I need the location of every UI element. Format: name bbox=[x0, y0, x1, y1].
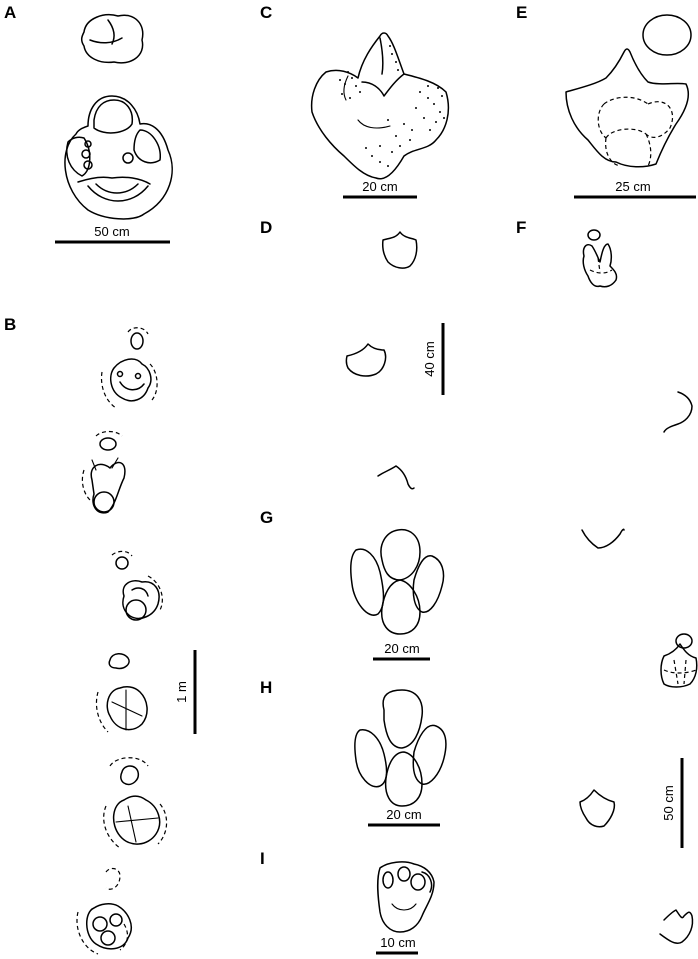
panel-b-trackway bbox=[76, 327, 168, 955]
panel-d-footprints bbox=[345, 231, 418, 490]
panel-label-c: C bbox=[260, 3, 272, 22]
panel-c-footprint bbox=[310, 32, 450, 180]
panel-label-h: H bbox=[260, 678, 272, 697]
panel-i-footprint bbox=[376, 861, 435, 933]
panel-g-scale-label: 20 cm bbox=[384, 641, 419, 656]
panel-a-scale-label: 50 cm bbox=[94, 224, 129, 239]
panel-label-d: D bbox=[260, 218, 272, 237]
panel-f-scale-label: 50 cm bbox=[661, 785, 676, 820]
panel-a-footprint bbox=[64, 14, 173, 220]
panel-b-scale-label: 1 m bbox=[174, 681, 189, 703]
panel-f-footprints bbox=[579, 229, 698, 945]
panel-c-scale-label: 20 cm bbox=[362, 179, 397, 194]
panel-label-a: A bbox=[4, 3, 16, 22]
panel-label-b: B bbox=[4, 315, 16, 334]
panel-h-footprint bbox=[354, 689, 447, 807]
panel-h-scale-label: 20 cm bbox=[386, 807, 421, 822]
panel-g-footprint bbox=[350, 528, 445, 635]
panel-label-f: F bbox=[516, 218, 526, 237]
panel-e-scale-label: 25 cm bbox=[615, 179, 650, 194]
panel-label-i: I bbox=[260, 849, 265, 868]
panel-label-e: E bbox=[516, 3, 527, 22]
panel-label-g: G bbox=[260, 508, 273, 527]
panel-i-scale-label: 10 cm bbox=[380, 935, 415, 950]
panel-d-scale-label: 40 cm bbox=[422, 341, 437, 376]
panel-e-footprint bbox=[565, 14, 692, 168]
